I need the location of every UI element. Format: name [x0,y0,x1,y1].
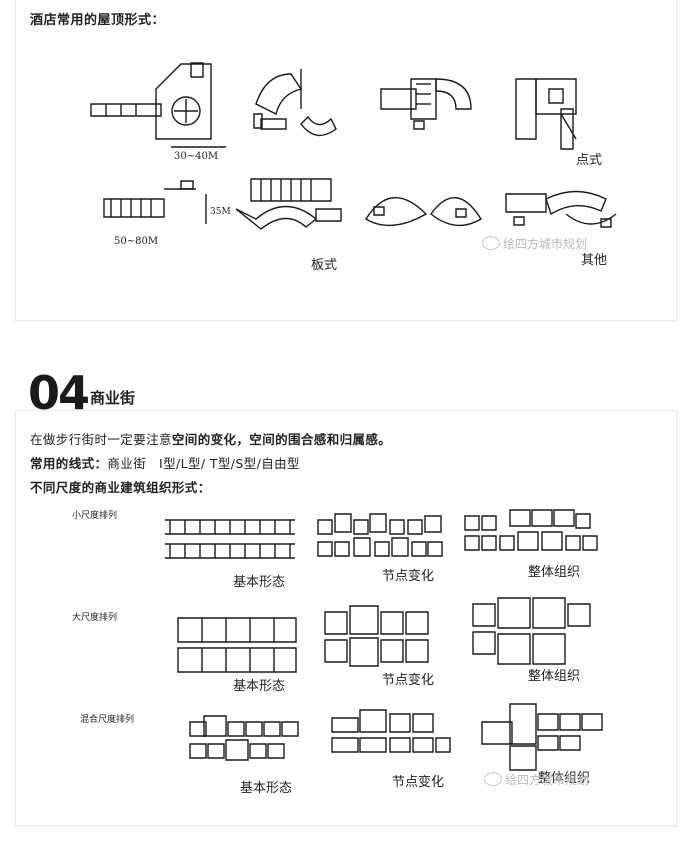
dim-30-40: 30~40M [174,151,218,162]
col-label-node-1: 节点变化 [382,568,434,584]
row-label-mixed: 混合尺度排列 [80,713,134,725]
col-label-basic-1: 基本形态 [233,575,285,590]
line1-bold: 空间的变化，空间的围合感和归属感。 [171,432,392,447]
para-line-2: 常用的线式：商业街 I型/L型/ T型/S型/自由型 [30,453,300,472]
para-line-3: 不同尺度的商业建筑组织形式： [30,480,211,495]
watermark-text: 绘四方城市规划 [503,237,588,251]
line2-text: 商业街 I型/L型/ T型/S型/自由型 [107,456,300,471]
line1-text: 在做步行街时一定要注意 [30,432,172,447]
wechat-icon [484,772,502,786]
sketch-slab: 50~80M 35M [104,181,231,247]
col-label-whole-2: 整体组织 [528,669,580,684]
mixed-scale-whole [482,704,602,770]
col-label-node-3: 节点变化 [392,774,444,790]
section-title: 商业街 [90,389,136,407]
col-label-whole-3: 整体组织 [538,771,590,786]
large-scale-whole [473,598,590,664]
sketch-lens-forms [366,198,481,226]
commercial-sketch: 小尺度排列 大尺度排列 混合尺度排列 基本形态 节点变化 整体组织 基本形态 节… [72,509,630,796]
col-label-whole-1: 整体组织 [528,565,580,580]
row-label-large: 大尺度排列 [72,611,117,623]
sketch-point-tower: 点式 [516,79,602,168]
label-point-style: 点式 [576,153,602,168]
label-slab-style: 板式 [311,258,337,273]
watermark-bottom: 绘四方城市规划 [484,771,589,788]
para-line-1: 在做步行街时一定要注意空间的变化，空间的围合感和归属感。 [30,429,391,448]
mixed-scale-basic [190,716,298,760]
sketch-bar-arc [381,79,471,129]
sketch-curved-blocks [254,69,336,135]
row-label-small: 小尺度排列 [72,509,117,521]
large-scale-node [325,606,428,666]
commercial-card [15,410,677,826]
hotel-roof-card: 酒店常用的屋顶形式： 30~40M [15,0,677,321]
sketch-slab-curve: 板式 [236,179,341,273]
line2-bold: 常用的线式： [30,456,108,471]
hotel-roof-title: 酒店常用的屋顶形式： [30,13,166,28]
small-scale-node [318,514,442,556]
large-scale-basic [178,618,296,672]
dim-50-80: 50~80M [114,236,158,247]
watermark-top: 绘四方城市规划 [482,235,587,252]
small-scale-whole [465,510,597,550]
dim-35: 35M [210,207,231,217]
label-other-style: 其他 [581,253,608,268]
col-label-node-2: 节点变化 [382,672,434,688]
section-number: 04 [28,366,90,420]
col-label-basic-2: 基本形态 [233,679,285,694]
sketch-round-tower: 30~40M [91,63,226,162]
wechat-icon [482,236,500,250]
small-scale-basic [165,520,295,558]
sketch-other-forms [506,192,616,228]
hotel-roof-sketch: 30~40M 点式 [86,49,699,273]
watermark-text: 绘四方城市规划 [505,773,590,787]
mixed-scale-node [332,710,450,752]
col-label-basic-3: 基本形态 [240,781,292,796]
